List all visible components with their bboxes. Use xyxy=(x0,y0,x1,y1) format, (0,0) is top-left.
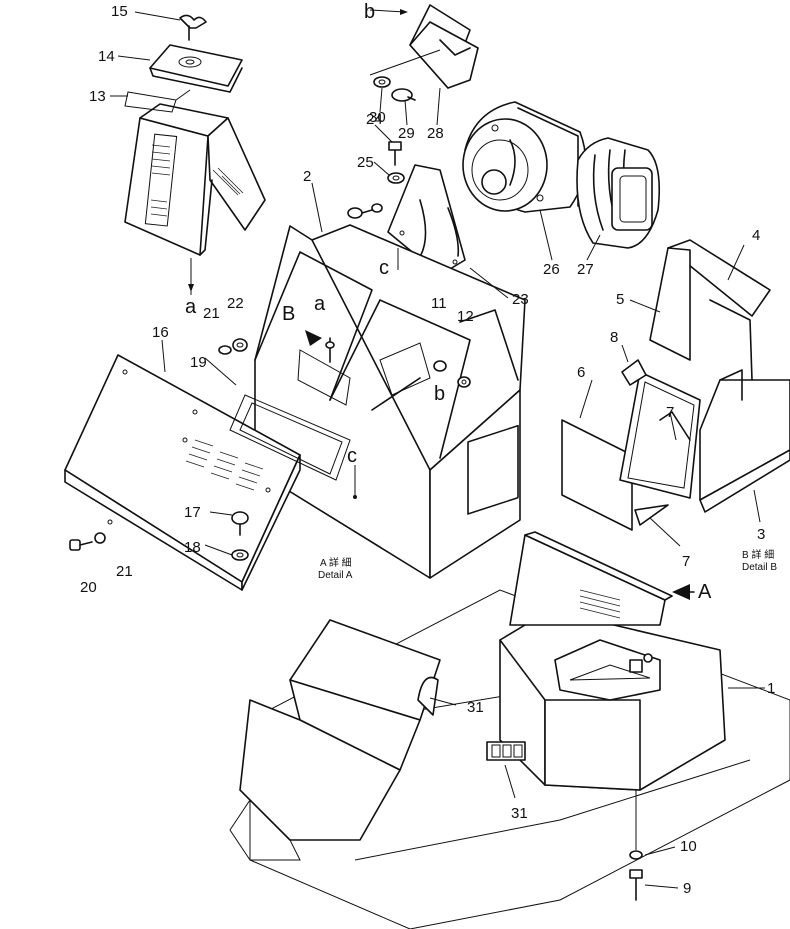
callout-28: 28 xyxy=(427,125,444,142)
marker-b-cab: b xyxy=(434,383,445,405)
marker-B-view: B xyxy=(282,303,295,325)
washer-part-18 xyxy=(231,549,249,561)
callout-9: 9 xyxy=(683,880,691,897)
callout-29: 29 xyxy=(398,125,415,142)
pin-a xyxy=(325,337,335,363)
callout-19: 19 xyxy=(190,354,207,371)
cap-plate-part-14 xyxy=(149,44,243,93)
marker-a-filter: a xyxy=(185,296,197,318)
view-arrow-B xyxy=(305,330,322,346)
marker-b-bracket: b xyxy=(364,1,375,23)
panel-part-4 xyxy=(649,239,771,361)
marker-a-cab: a xyxy=(314,293,326,315)
callout-2: 2 xyxy=(303,168,311,185)
callout-5: 5 xyxy=(616,291,624,308)
callout-12: 12 xyxy=(457,308,474,325)
callout-6: 6 xyxy=(577,364,585,381)
detail-b-caption-en: Detail B xyxy=(742,562,777,573)
washer-part-25 xyxy=(387,172,405,184)
callout-10: 10 xyxy=(680,838,697,855)
callout-4: 4 xyxy=(752,227,760,244)
callout-31-lower: 31 xyxy=(511,805,528,822)
leader-line xyxy=(369,9,406,13)
detail-a-caption-en: Detail A xyxy=(318,570,353,581)
callout-7-upper: 7 xyxy=(666,404,674,421)
mesh-pattern xyxy=(150,144,244,217)
callout-24: 24 xyxy=(366,111,383,128)
callout-27: 27 xyxy=(577,261,594,278)
screw-part-11 xyxy=(433,360,447,372)
bolt-part-20 xyxy=(69,539,93,551)
console-part-1 xyxy=(229,531,790,929)
dash-line xyxy=(369,49,441,76)
wing-bolt-part-15 xyxy=(179,14,207,41)
gasket-part-19 xyxy=(229,394,351,481)
washer-part-30 xyxy=(373,76,391,88)
callout-13: 13 xyxy=(89,88,106,105)
callout-14: 14 xyxy=(98,48,115,65)
callout-20: 20 xyxy=(80,579,97,596)
callout-3: 3 xyxy=(757,526,765,543)
label-part-8 xyxy=(621,359,647,386)
nut-part-22 xyxy=(232,338,248,352)
callout-21-lower: 21 xyxy=(116,563,133,580)
duct-bellows-part-27 xyxy=(576,137,661,249)
callout-30-label: 30 xyxy=(369,109,386,126)
frame-part-7 xyxy=(619,371,701,499)
marker-A-view: A xyxy=(698,581,712,603)
callout-23: 23 xyxy=(512,291,529,308)
callout-31-upper: 31 xyxy=(467,699,484,716)
callout-17: 17 xyxy=(184,504,201,521)
callout-15: 15 xyxy=(111,3,128,20)
washer-part-12 xyxy=(457,376,471,388)
callout-22: 22 xyxy=(227,295,244,312)
front-panel-part-16 xyxy=(64,354,301,591)
callout-21-upper: 21 xyxy=(203,305,220,322)
view-arrow-A xyxy=(672,584,690,600)
knob-part-17 xyxy=(231,511,249,536)
callout-8: 8 xyxy=(610,329,618,346)
marker-c-panel: c xyxy=(347,445,357,467)
washer-part-21 xyxy=(218,345,232,355)
sheet-part-6 xyxy=(561,419,633,531)
arrow-head xyxy=(188,284,194,292)
detail-a-caption-jp: A 詳 細 xyxy=(320,556,352,569)
filter-housing-part-13 xyxy=(124,89,266,256)
bolt-part-29 xyxy=(391,88,416,102)
callout-18: 18 xyxy=(184,539,201,556)
washer-part-10 xyxy=(629,850,643,860)
pin-c-end xyxy=(353,495,357,499)
bracket-part-28 xyxy=(409,4,479,89)
marker-c-bracket: c xyxy=(379,257,389,279)
callout-7-lower: 7 xyxy=(682,553,690,570)
callout-26: 26 xyxy=(543,261,560,278)
callout-11: 11 xyxy=(431,295,447,312)
arrow-head xyxy=(400,9,408,15)
bolt-part-24 xyxy=(388,141,402,166)
vent-grille xyxy=(579,589,621,619)
panel-part-3 xyxy=(699,299,790,513)
louver-vents xyxy=(185,439,264,491)
callout-25: 25 xyxy=(357,154,374,171)
washer-part-21-lower xyxy=(94,532,106,544)
cab-box-part-2 xyxy=(254,224,526,579)
detail-b-caption-jp: B 詳 細 xyxy=(742,548,774,561)
bolt-small-left xyxy=(347,203,383,219)
fan-housing-part-26 xyxy=(462,101,587,213)
callout-16: 16 xyxy=(152,324,169,341)
angle-part-7-lower xyxy=(634,504,669,526)
leader-lines xyxy=(110,11,765,889)
callout-1: 1 xyxy=(767,680,775,697)
